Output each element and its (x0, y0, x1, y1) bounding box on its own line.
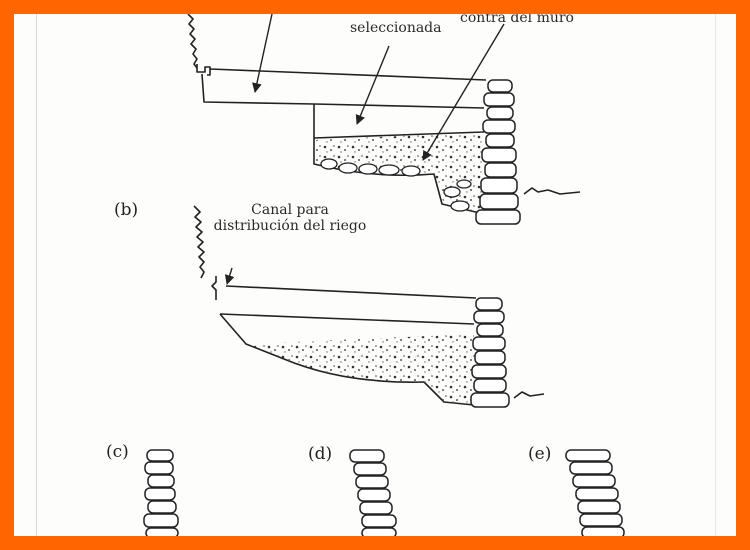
wall-profile-e (565, 449, 625, 536)
page-edge-line-right (715, 14, 716, 536)
panel-label-c: (c) (106, 442, 129, 462)
arrow-surface (252, 14, 273, 93)
canal-notch-b (211, 276, 217, 300)
upper-surface-a (209, 68, 487, 81)
lower-surface-a (313, 103, 485, 109)
arrow-gravel (422, 23, 505, 161)
terrace-a (187, 14, 581, 215)
label-canal: Canal para distribución del riego (210, 202, 370, 234)
bottom-stones-a (320, 158, 472, 212)
hillside-profile-a (187, 14, 198, 69)
hillside-profile-b (193, 205, 205, 279)
canal-notch-a (196, 64, 211, 76)
page-edge-line (36, 14, 37, 536)
panel-label-b: (b) (114, 200, 139, 220)
label-canal-line1: Canal para (251, 202, 329, 218)
arrow-canal (224, 267, 235, 285)
terrace-diagram (143, 14, 625, 536)
panel-label-e: (e) (528, 444, 552, 464)
ground-right-b (513, 391, 545, 399)
page-frame: seleccionada contra del muro Canal para … (14, 14, 736, 536)
upper-riser-a (201, 73, 315, 105)
soil-layer-line-a (313, 131, 485, 139)
arrow-selected-soil (355, 45, 390, 125)
arrows-a (252, 14, 505, 161)
upper-surface-b (225, 285, 477, 299)
label-against-wall: contra del muro (460, 14, 574, 26)
label-selected-soil: seleccionada (350, 20, 442, 36)
stone-wall-a (475, 79, 521, 225)
panel-label-d: (d) (308, 444, 333, 464)
gravel-fill-b (246, 334, 476, 406)
ground-right-a (523, 187, 581, 195)
wall-profile-d (349, 449, 397, 536)
wall-profile-c (143, 449, 179, 536)
soil-layer-line-b (219, 313, 475, 325)
gravel-fill-a (316, 132, 484, 212)
stone-wall-b (470, 297, 510, 408)
label-canal-line2: distribución del riego (213, 218, 367, 234)
